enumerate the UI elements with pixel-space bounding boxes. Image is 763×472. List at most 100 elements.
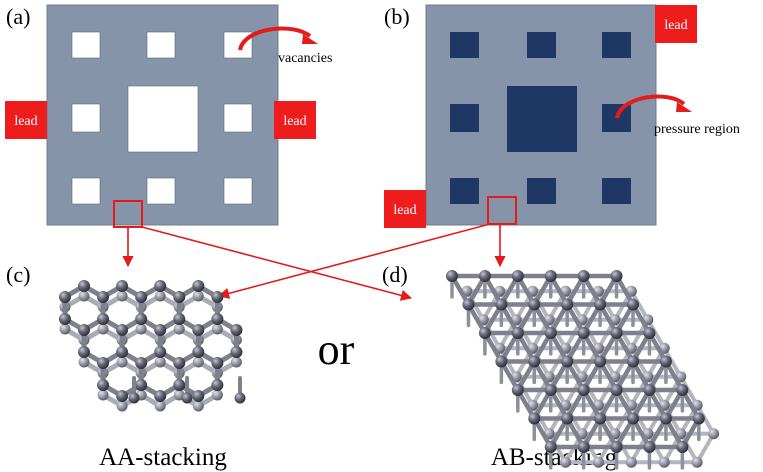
atom [154, 356, 166, 368]
atom [173, 323, 185, 335]
atom [116, 290, 128, 302]
atom [97, 313, 110, 325]
atom [192, 346, 205, 358]
atom [230, 324, 243, 336]
atom [135, 323, 147, 335]
atom [478, 270, 491, 282]
vacancy-hole [223, 103, 253, 133]
atom [676, 441, 689, 453]
atom [173, 357, 186, 369]
atom [528, 355, 541, 368]
pressure-region [527, 32, 556, 58]
atom [135, 291, 148, 303]
vacancy-holes [71, 31, 253, 205]
atom [643, 327, 656, 339]
atom [97, 389, 109, 401]
atom [192, 290, 204, 302]
atom [676, 384, 689, 396]
atom [135, 379, 148, 391]
panel-b: (b) lead lead pressure region [384, 4, 740, 228]
atom [211, 291, 224, 303]
atom [577, 441, 590, 453]
atom [577, 384, 590, 396]
panel-a-label: (a) [6, 4, 30, 29]
vacancy-hole [71, 103, 101, 133]
atom [495, 298, 508, 311]
atom [78, 356, 90, 368]
atom [577, 270, 590, 282]
atom [594, 355, 607, 368]
atom [544, 441, 557, 453]
vacancy-hole-large [127, 85, 199, 153]
or-label: or [318, 325, 355, 374]
pressure-region [602, 104, 631, 132]
lead-bottom-b [384, 190, 426, 228]
ab-stacking-lattice [446, 270, 720, 470]
pressure-region-label: pressure region [654, 122, 740, 137]
atom [173, 291, 186, 303]
atom [610, 270, 623, 282]
atom [173, 379, 186, 391]
atom [478, 327, 491, 339]
atom [58, 313, 71, 325]
vacancy-hole [223, 177, 253, 205]
atom [78, 280, 90, 292]
atom [528, 412, 541, 425]
atom [560, 456, 572, 468]
selection-box-icon [487, 196, 517, 225]
atom [181, 392, 193, 404]
atom [192, 356, 204, 368]
atom [154, 400, 166, 412]
atom [610, 441, 623, 453]
atom [59, 323, 71, 335]
atom [116, 346, 129, 358]
atom [116, 400, 128, 412]
atom [97, 379, 110, 391]
atom [135, 357, 148, 369]
atom [626, 298, 639, 311]
pressure-region [450, 32, 479, 58]
pressure-region [602, 32, 631, 58]
pressure-region [527, 178, 556, 204]
arrow-a-to-d [141, 226, 413, 301]
pressure-region [602, 178, 631, 204]
atom [97, 323, 109, 335]
atom [643, 441, 656, 453]
lead-right-a-label: lead [283, 114, 306, 129]
atom [659, 355, 672, 368]
atom [691, 456, 703, 468]
curved-arrow-icon [238, 26, 318, 51]
atom [78, 290, 90, 302]
atom [116, 324, 129, 336]
atom [116, 390, 129, 402]
vacancy-hole [71, 31, 101, 59]
lead-top-b-label: lead [664, 18, 687, 33]
lead-top-b [655, 5, 697, 43]
atom [173, 313, 186, 325]
atom [528, 298, 541, 311]
atom [116, 356, 128, 368]
lead-left-a [5, 101, 47, 139]
atom [154, 280, 167, 292]
atom [561, 298, 574, 311]
aa-stacking-caption: AA-stacking [99, 444, 227, 471]
atom [192, 390, 205, 402]
atom [561, 355, 574, 368]
atom [544, 270, 557, 282]
atom [594, 298, 607, 311]
atom [561, 412, 574, 425]
vacancy-hole [71, 177, 101, 205]
atom [610, 384, 623, 396]
atom [511, 327, 524, 339]
atom [211, 313, 224, 325]
atom [692, 412, 705, 425]
atom [462, 298, 475, 311]
pressure-regions [450, 32, 631, 204]
atom [495, 355, 508, 368]
atom [97, 291, 110, 303]
panel-d-label: (d) [382, 262, 408, 287]
atom [211, 379, 224, 391]
atom [128, 392, 140, 404]
atom [230, 346, 243, 358]
